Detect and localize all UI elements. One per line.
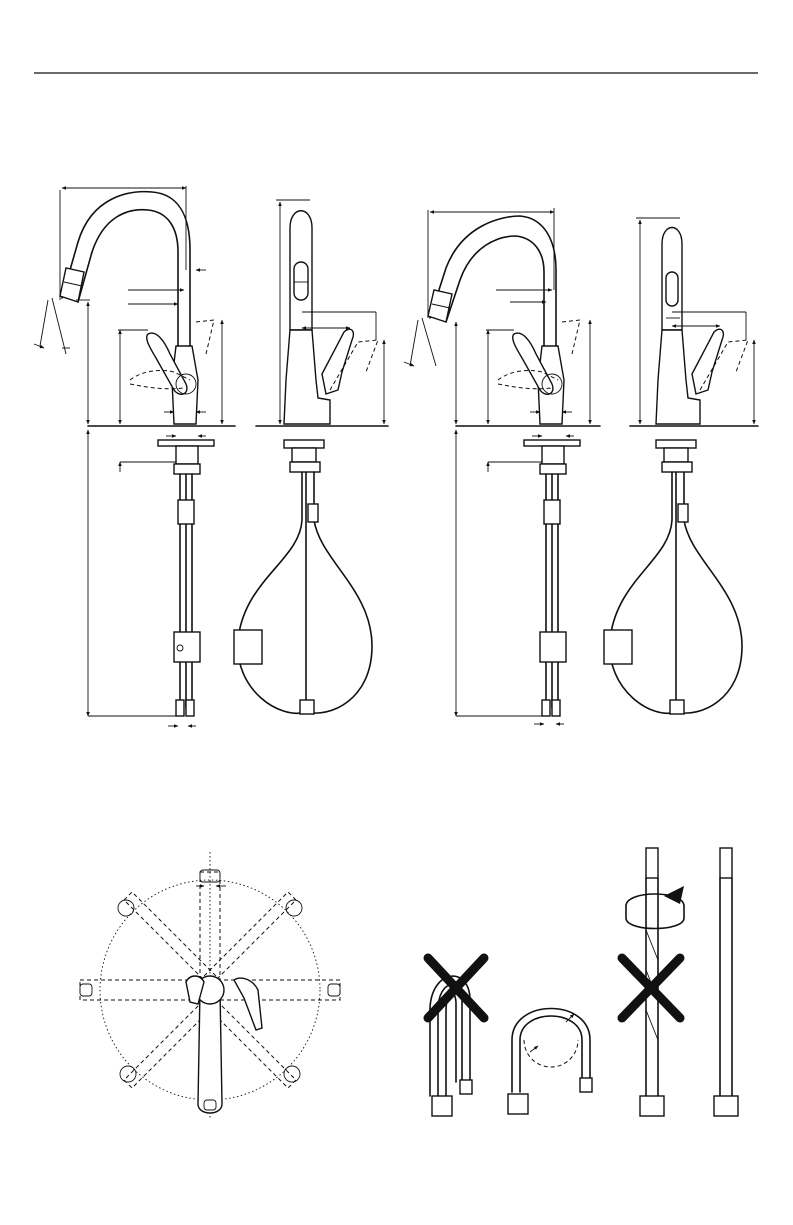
hose-correct-bend-radius [508, 1009, 592, 1115]
hose-incorrect-twisted [622, 848, 684, 1116]
hose-incorrect-kinked [428, 958, 484, 1116]
faucet-b-front-view [404, 208, 600, 724]
faucet-a-side-view [234, 200, 388, 714]
spout-swivel-top-view [80, 852, 340, 1120]
faucet-b-side-view [604, 218, 758, 714]
hose-correct-straight [714, 848, 738, 1116]
faucet-a-front-view [34, 186, 235, 726]
